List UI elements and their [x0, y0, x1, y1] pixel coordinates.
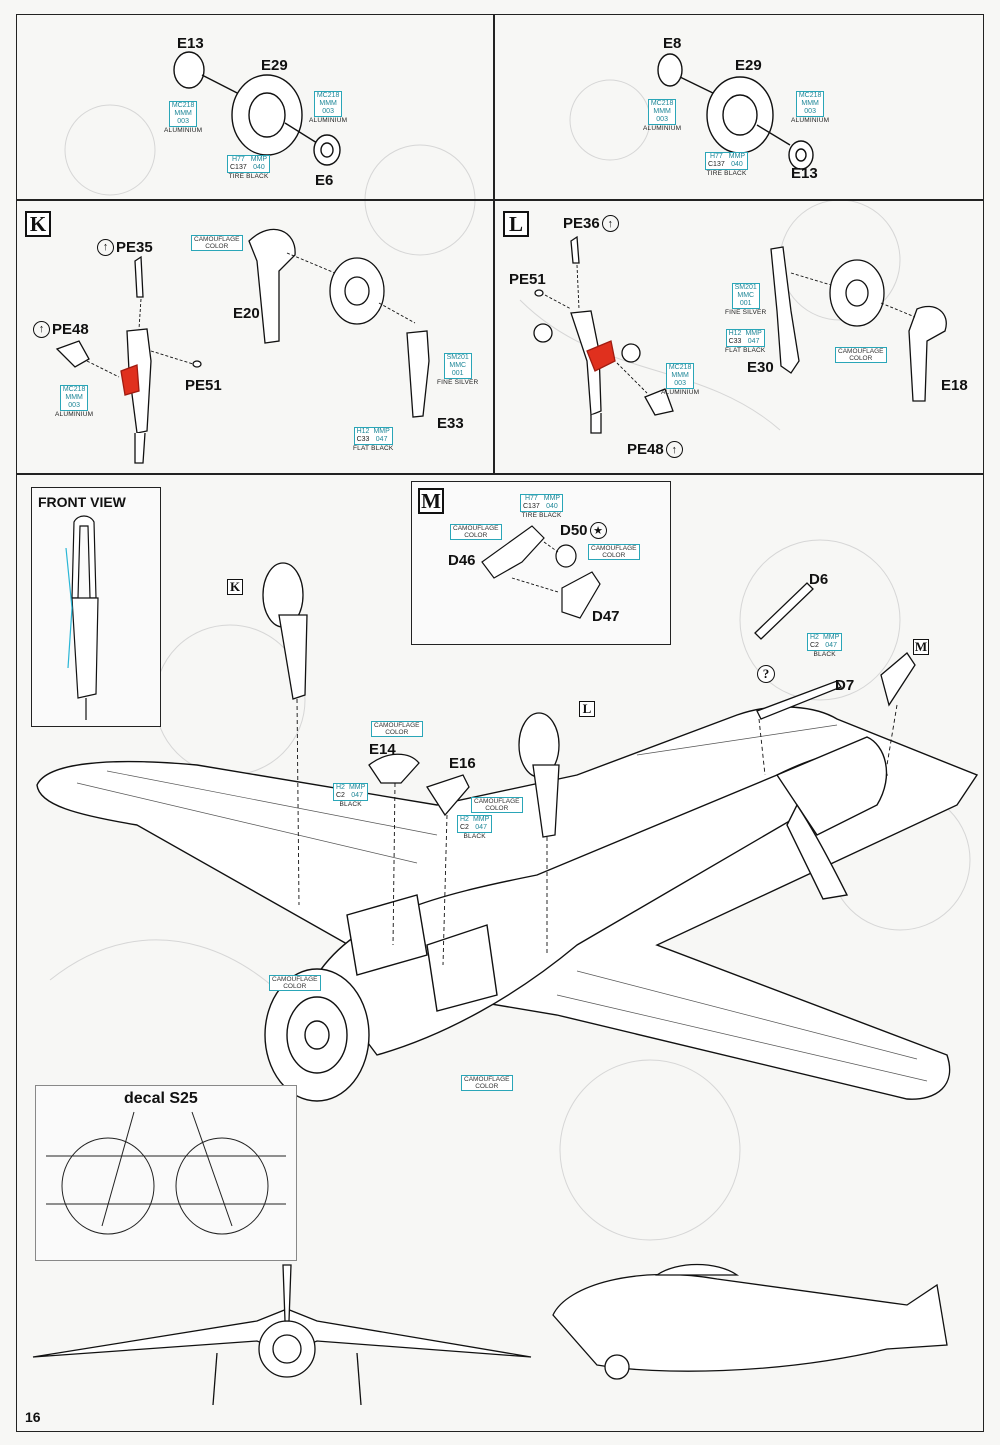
ref-step-k: K — [227, 579, 243, 595]
front-view-title: FRONT VIEW — [38, 494, 126, 510]
part-e29: E29 — [735, 57, 762, 74]
part-e6: E6 — [315, 172, 334, 189]
part-e13: E13 — [791, 165, 818, 182]
step-marker-m: M — [418, 488, 444, 514]
decal-inset: decal S25 — [35, 1085, 297, 1261]
query-icon: ? — [757, 665, 775, 683]
wheel-assembly-drawing — [173, 51, 341, 166]
part-pe48: PE48↑ — [627, 441, 685, 458]
part-e13: E13 — [177, 35, 204, 52]
part-pe36: PE36↑ — [563, 215, 621, 232]
ref-step-l: L — [579, 701, 595, 717]
tailwheel-assembly-drawing — [481, 525, 601, 619]
arrow-up-circle-icon: ↑ — [601, 215, 619, 232]
part-d46: D46 — [448, 552, 476, 569]
part-e33: E33 — [437, 415, 464, 432]
part-d6: D6 — [809, 571, 829, 588]
part-d50: D50★ — [560, 522, 609, 539]
part-d47: D47 — [592, 608, 620, 625]
part-e16: E16 — [449, 755, 476, 772]
part-e8: E8 — [663, 35, 682, 52]
step-marker-l: L — [503, 211, 529, 237]
front-view-inset: FRONT VIEW — [31, 487, 161, 727]
page-number: 16 — [25, 1409, 41, 1425]
panel-main-assembly: FRONT VIEW M D50★ D46 D47 CAM — [16, 474, 984, 1432]
part-pe48: ↑PE48 — [31, 319, 89, 338]
aircraft-underside-drawing — [36, 562, 979, 1102]
wheel-assembly-drawing — [657, 53, 814, 170]
part-e18: E18 — [941, 377, 968, 394]
part-e30: E30 — [747, 359, 774, 376]
front-and-side-view-drawings — [32, 1263, 948, 1406]
ref-step-m: M — [913, 639, 929, 655]
wheel-well-decal-drawing — [46, 1111, 286, 1235]
front-view-gear-drawing — [65, 515, 99, 720]
part-e20: E20 — [233, 305, 260, 322]
arrow-up-circle-icon: ↑ — [97, 238, 114, 256]
part-pe35: ↑PE35 — [95, 237, 153, 256]
decal-label: decal S25 — [124, 1090, 198, 1107]
panel-step-k: K ↑PE35 ↑ — [16, 200, 494, 474]
part-e14: E14 — [369, 741, 396, 758]
landing-gear-leg-drawing — [533, 235, 947, 434]
part-pe51: PE51 — [185, 377, 222, 394]
arrow-up-circle-icon: ↑ — [665, 441, 683, 458]
arrow-up-circle-icon: ↑ — [33, 320, 50, 338]
landing-gear-leg-drawing — [55, 228, 430, 464]
part-pe51: PE51 — [509, 271, 546, 288]
part-d7: D7 — [835, 677, 855, 694]
step-marker-k: K — [25, 211, 51, 237]
star-circle-icon: ★ — [589, 522, 607, 539]
part-e29: E29 — [261, 57, 288, 74]
